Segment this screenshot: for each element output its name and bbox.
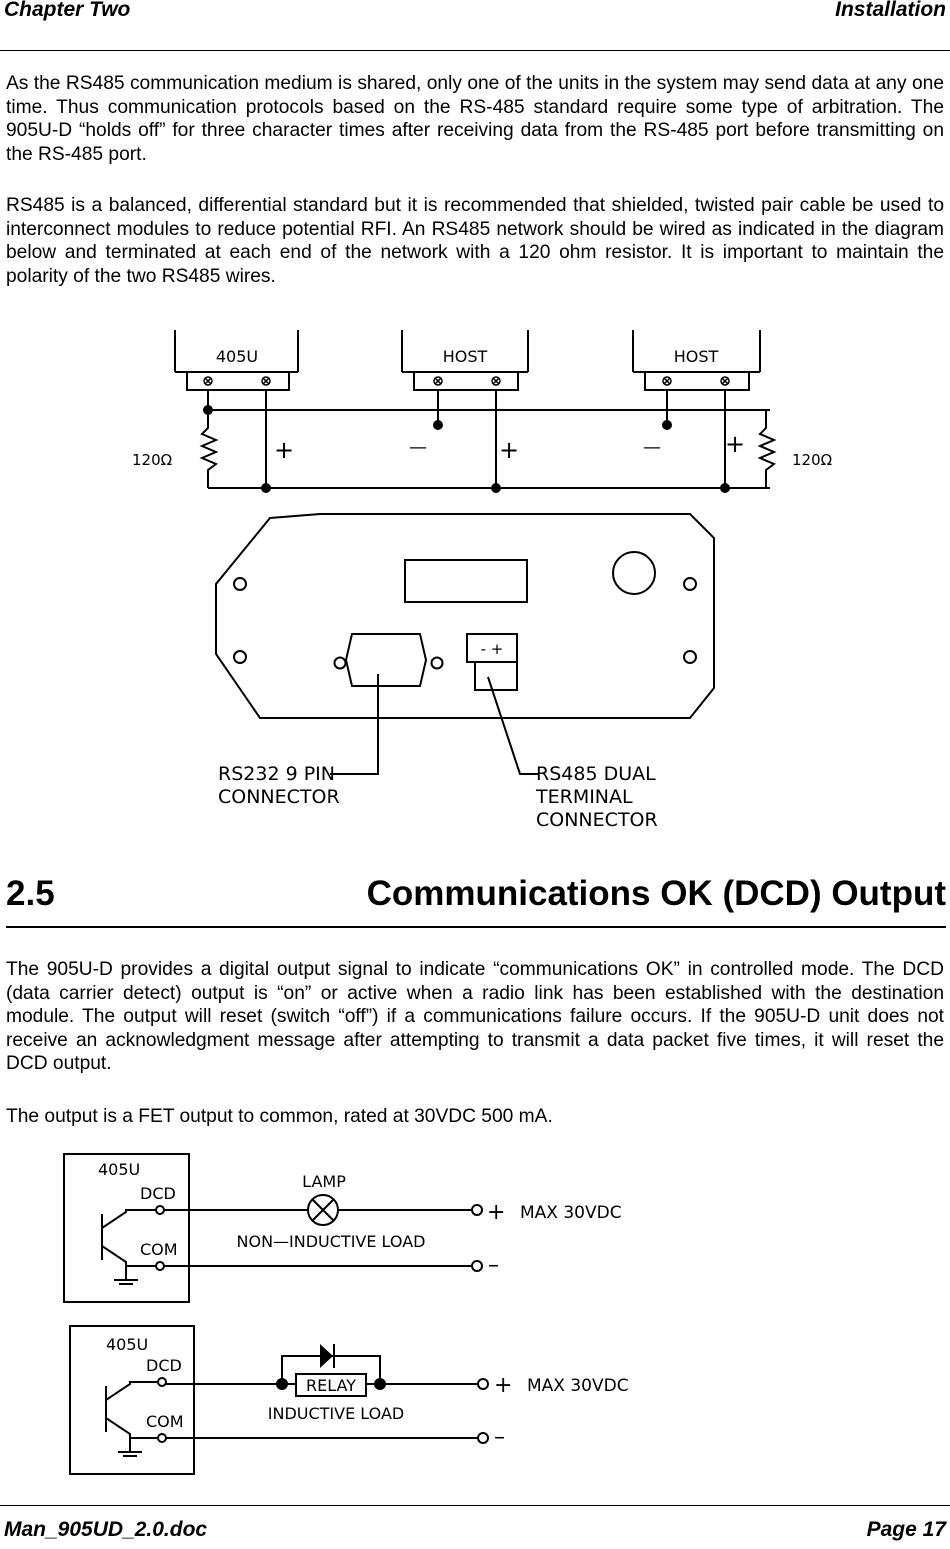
paragraph-dcd-output: The 905U-D provides a digital output sig… — [6, 959, 944, 1074]
relay-label: RELAY — [306, 1376, 356, 1395]
page-number: Page 17 — [866, 1518, 946, 1541]
box-405u-label: 405U — [216, 347, 258, 366]
minus-label: – — [488, 1253, 499, 1278]
rs232-label-line1: RS232 9 PIN — [218, 763, 335, 785]
polarity-minus-1: — — [409, 437, 427, 458]
box-host-2-label: HOST — [674, 347, 719, 366]
document-name: Man_905UD_2.0.doc — [4, 1518, 208, 1541]
polarity-plus-1: + — [274, 436, 294, 464]
paragraph-fet-rating: The output is a FET output to common, ra… — [6, 1106, 553, 1127]
minus-label: – — [494, 1425, 505, 1450]
unit-label: 405U — [106, 1335, 148, 1354]
dcd-relay-diagram: 405U DCD COM RELAY INDUCTIVE LOAD + MAX … — [69, 1325, 629, 1475]
load-label: NON—INDUCTIVE LOAD — [237, 1232, 426, 1251]
box-host-1-label: HOST — [443, 347, 488, 366]
rs485-label-line2: TERMINAL — [535, 786, 633, 808]
section-label: Installation — [835, 0, 946, 21]
rs485-wiring-diagram: 405U HOST HOST 120Ω 120Ω + — + — + - + R… — [132, 330, 832, 831]
rs485-label-line1: RS485 DUAL — [536, 763, 656, 785]
page-header: Chapter Two Installation — [0, 0, 950, 51]
polarity-minus-2: — — [643, 437, 661, 458]
paragraph-rs485-wiring: RS485 is a balanced, differential standa… — [6, 195, 944, 287]
polarity-plus-2: + — [499, 436, 519, 464]
load-label: INDUCTIVE LOAD — [268, 1404, 404, 1423]
dcd-terminal-label: DCD — [140, 1184, 176, 1203]
plus-label: + — [487, 1200, 505, 1225]
section-number: 2.5 — [6, 874, 55, 913]
rs232-label-line2: CONNECTOR — [218, 786, 340, 808]
polarity-plus-3: + — [725, 430, 745, 458]
max-voltage-label: MAX 30VDC — [520, 1203, 622, 1223]
paragraph-arbitration: As the RS485 communication medium is sha… — [6, 73, 944, 165]
rs485-label-line3: CONNECTOR — [536, 809, 658, 831]
dcd-terminal-label: DCD — [146, 1356, 182, 1375]
resistor-right-label: 120Ω — [792, 451, 832, 469]
section-heading: 2.5 Communications OK (DCD) Output — [6, 868, 946, 928]
resistor-left-label: 120Ω — [132, 451, 172, 469]
com-terminal-label: COM — [140, 1240, 178, 1259]
com-terminal-label: COM — [146, 1412, 184, 1431]
dcd-lamp-diagram: 405U DCD COM LAMP NON—INDUCTIVE LOAD + M… — [63, 1153, 622, 1303]
chapter-label: Chapter Two — [4, 0, 131, 21]
section-title: Communications OK (DCD) Output — [366, 874, 946, 913]
lamp-label: LAMP — [302, 1172, 346, 1191]
unit-label: 405U — [98, 1160, 140, 1179]
max-voltage-label: MAX 30VDC — [527, 1376, 629, 1396]
plus-label: + — [494, 1373, 512, 1398]
page-footer: Man_905UD_2.0.doc Page 17 — [0, 1505, 950, 1549]
terminal-polarity-label: - + — [481, 640, 504, 658]
